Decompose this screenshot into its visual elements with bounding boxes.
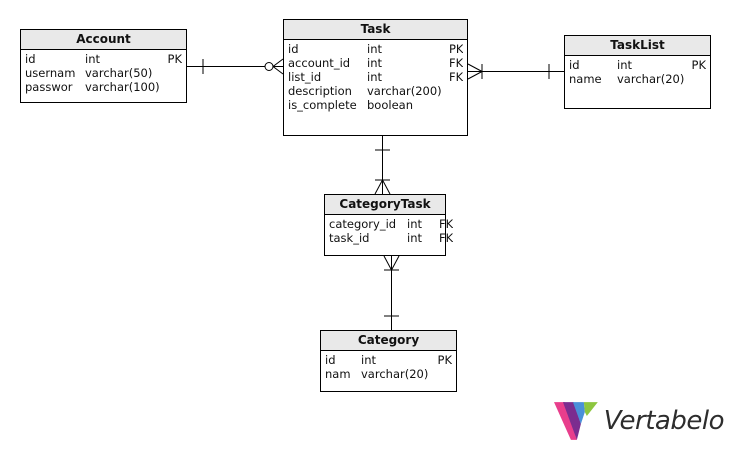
entity-title: TaskList <box>565 36 710 56</box>
column-type: int <box>367 70 382 84</box>
column-list: id int PK usernam varchar(50) passwor varcha… <box>21 50 186 94</box>
column-row: id int PK <box>325 353 452 367</box>
column-list: id int PK name varchar(20) <box>565 56 710 86</box>
column-type: int <box>367 42 382 56</box>
column-key <box>449 98 463 112</box>
column-name: nam <box>325 367 351 381</box>
column-key <box>167 66 182 80</box>
column-key: PK <box>449 42 463 56</box>
column-name: description <box>288 84 352 98</box>
brand-name: Vertabelo <box>603 406 725 436</box>
column-key: PK <box>167 52 182 66</box>
entity-tasklist[interactable]: TaskList id int PK name varchar(20) <box>564 35 711 109</box>
column-row: passwor varchar(100) <box>25 80 182 94</box>
column-list: id int PK nam varchar(20) <box>321 351 456 381</box>
column-type: varchar(100) <box>85 80 160 94</box>
column-name: id <box>569 58 580 72</box>
column-name: category_id <box>329 217 397 231</box>
column-row: id int PK <box>569 58 706 72</box>
column-row: is_complete boolean <box>288 98 463 112</box>
entity-title: Account <box>21 30 186 50</box>
column-row: usernam varchar(50) <box>25 66 182 80</box>
column-key: PK <box>437 353 452 367</box>
column-name: usernam <box>25 66 76 80</box>
column-name: is_complete <box>288 98 357 112</box>
column-name: list_id <box>288 70 322 84</box>
column-row: account_id int FK <box>288 56 463 70</box>
column-type: int <box>361 353 376 367</box>
column-name: id <box>288 42 299 56</box>
entity-title: Task <box>284 20 467 40</box>
column-name: passwor <box>25 80 73 94</box>
entity-title: CategoryTask <box>325 195 445 215</box>
column-key <box>167 80 182 94</box>
rel-category-categorytask <box>383 255 400 330</box>
column-type: int <box>407 217 422 231</box>
column-row: task_id int FK <box>329 231 453 245</box>
brand-logo: Vertabelo <box>554 400 725 442</box>
column-row: list_id int FK <box>288 70 463 84</box>
column-type: int <box>367 56 382 70</box>
column-type: int <box>407 231 422 245</box>
column-type: int <box>617 58 632 72</box>
column-type: boolean <box>367 98 413 112</box>
column-key: FK <box>449 70 463 84</box>
column-name: name <box>569 72 602 86</box>
entity-title: Category <box>321 331 456 351</box>
column-type: varchar(200) <box>367 84 442 98</box>
column-row: id int PK <box>25 52 182 66</box>
rel-task-categorytask <box>374 136 391 195</box>
column-key <box>435 367 452 381</box>
column-type: varchar(20) <box>617 72 685 86</box>
column-row: description varchar(200) <box>288 84 463 98</box>
rel-tasklist-task <box>467 63 564 80</box>
column-row: nam varchar(20) <box>325 367 452 381</box>
column-row: category_id int FK <box>329 217 453 231</box>
column-key: FK <box>439 231 454 245</box>
column-key: FK <box>449 56 463 70</box>
column-key <box>449 84 463 98</box>
column-type: int <box>85 52 100 66</box>
column-name: task_id <box>329 231 370 245</box>
rel-account-task <box>187 58 284 75</box>
entity-account[interactable]: Account id int PK usernam varchar(50) passw… <box>20 29 187 103</box>
column-key: FK <box>439 217 454 231</box>
column-row: id int PK <box>288 42 463 56</box>
column-name: id <box>325 353 336 367</box>
column-type: varchar(50) <box>85 66 153 80</box>
column-key: PK <box>691 58 706 72</box>
vertabelo-logo-icon <box>554 402 598 440</box>
entity-category[interactable]: Category id int PK nam varchar(20) <box>320 330 457 392</box>
column-row: name varchar(20) <box>569 72 706 86</box>
column-name: account_id <box>288 56 351 70</box>
column-key <box>691 72 706 86</box>
column-name: id <box>25 52 36 66</box>
column-type: varchar(20) <box>361 367 429 381</box>
